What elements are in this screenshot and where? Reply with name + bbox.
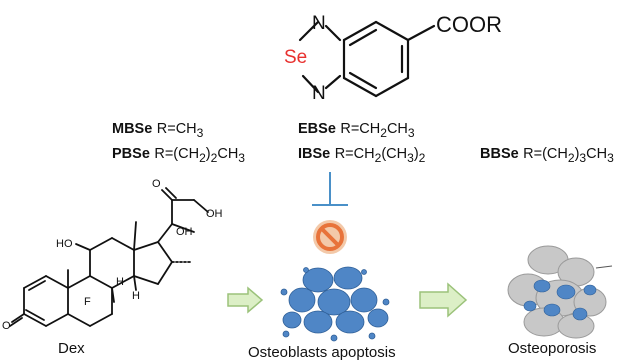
dex-label: Dex: [58, 340, 85, 357]
compound-formula: R=CH2(CH3)2: [334, 146, 426, 165]
compound-name: PBSe: [112, 146, 150, 162]
dex-atom-o-20: O: [152, 178, 161, 190]
compound-formula: R=CH3: [156, 121, 204, 140]
osteoporosis-label: Osteoporosis: [508, 340, 597, 357]
compound-formula: R=(CH2)2CH3: [154, 146, 246, 165]
compound-name: EBSe: [298, 121, 336, 137]
scaffold-atom-se: Se: [284, 47, 308, 68]
dex-atom-ho-11: HO: [56, 238, 73, 250]
dex-atom-o-ketone: O: [2, 320, 11, 332]
compound-ebse: EBSe R=CH2CH3: [298, 120, 415, 140]
dex-atom-oh-17: OH: [176, 226, 193, 238]
compound-bbse: BBSe R=(CH2)3CH3: [480, 145, 614, 165]
scaffold-atom-n-bottom: N: [312, 83, 326, 104]
compound-name: MBSe: [112, 121, 153, 137]
dex-atom-h-8: H: [116, 276, 124, 288]
dex-atom-f-9: F: [84, 296, 91, 308]
apoptosis-label: Osteoblasts apoptosis: [248, 344, 396, 361]
compound-name: BBSe: [480, 146, 519, 162]
compound-formula: R=CH2CH3: [340, 121, 415, 140]
compound-pbse: PBSe R=(CH2)2CH3: [112, 145, 245, 165]
dex-atom-oh-21: OH: [206, 208, 223, 220]
compound-name: IBSe: [298, 146, 331, 162]
scaffold-substituent: COOR: [436, 12, 502, 37]
compound-mbse: MBSe R=CH3: [112, 120, 203, 140]
compound-formula: R=(CH2)3CH3: [523, 146, 614, 165]
compound-ibse: IBSe R=CH2(CH3)2: [298, 145, 425, 165]
dex-atom-h-14: H: [132, 290, 140, 302]
scaffold-atom-n-top: N: [312, 13, 326, 34]
